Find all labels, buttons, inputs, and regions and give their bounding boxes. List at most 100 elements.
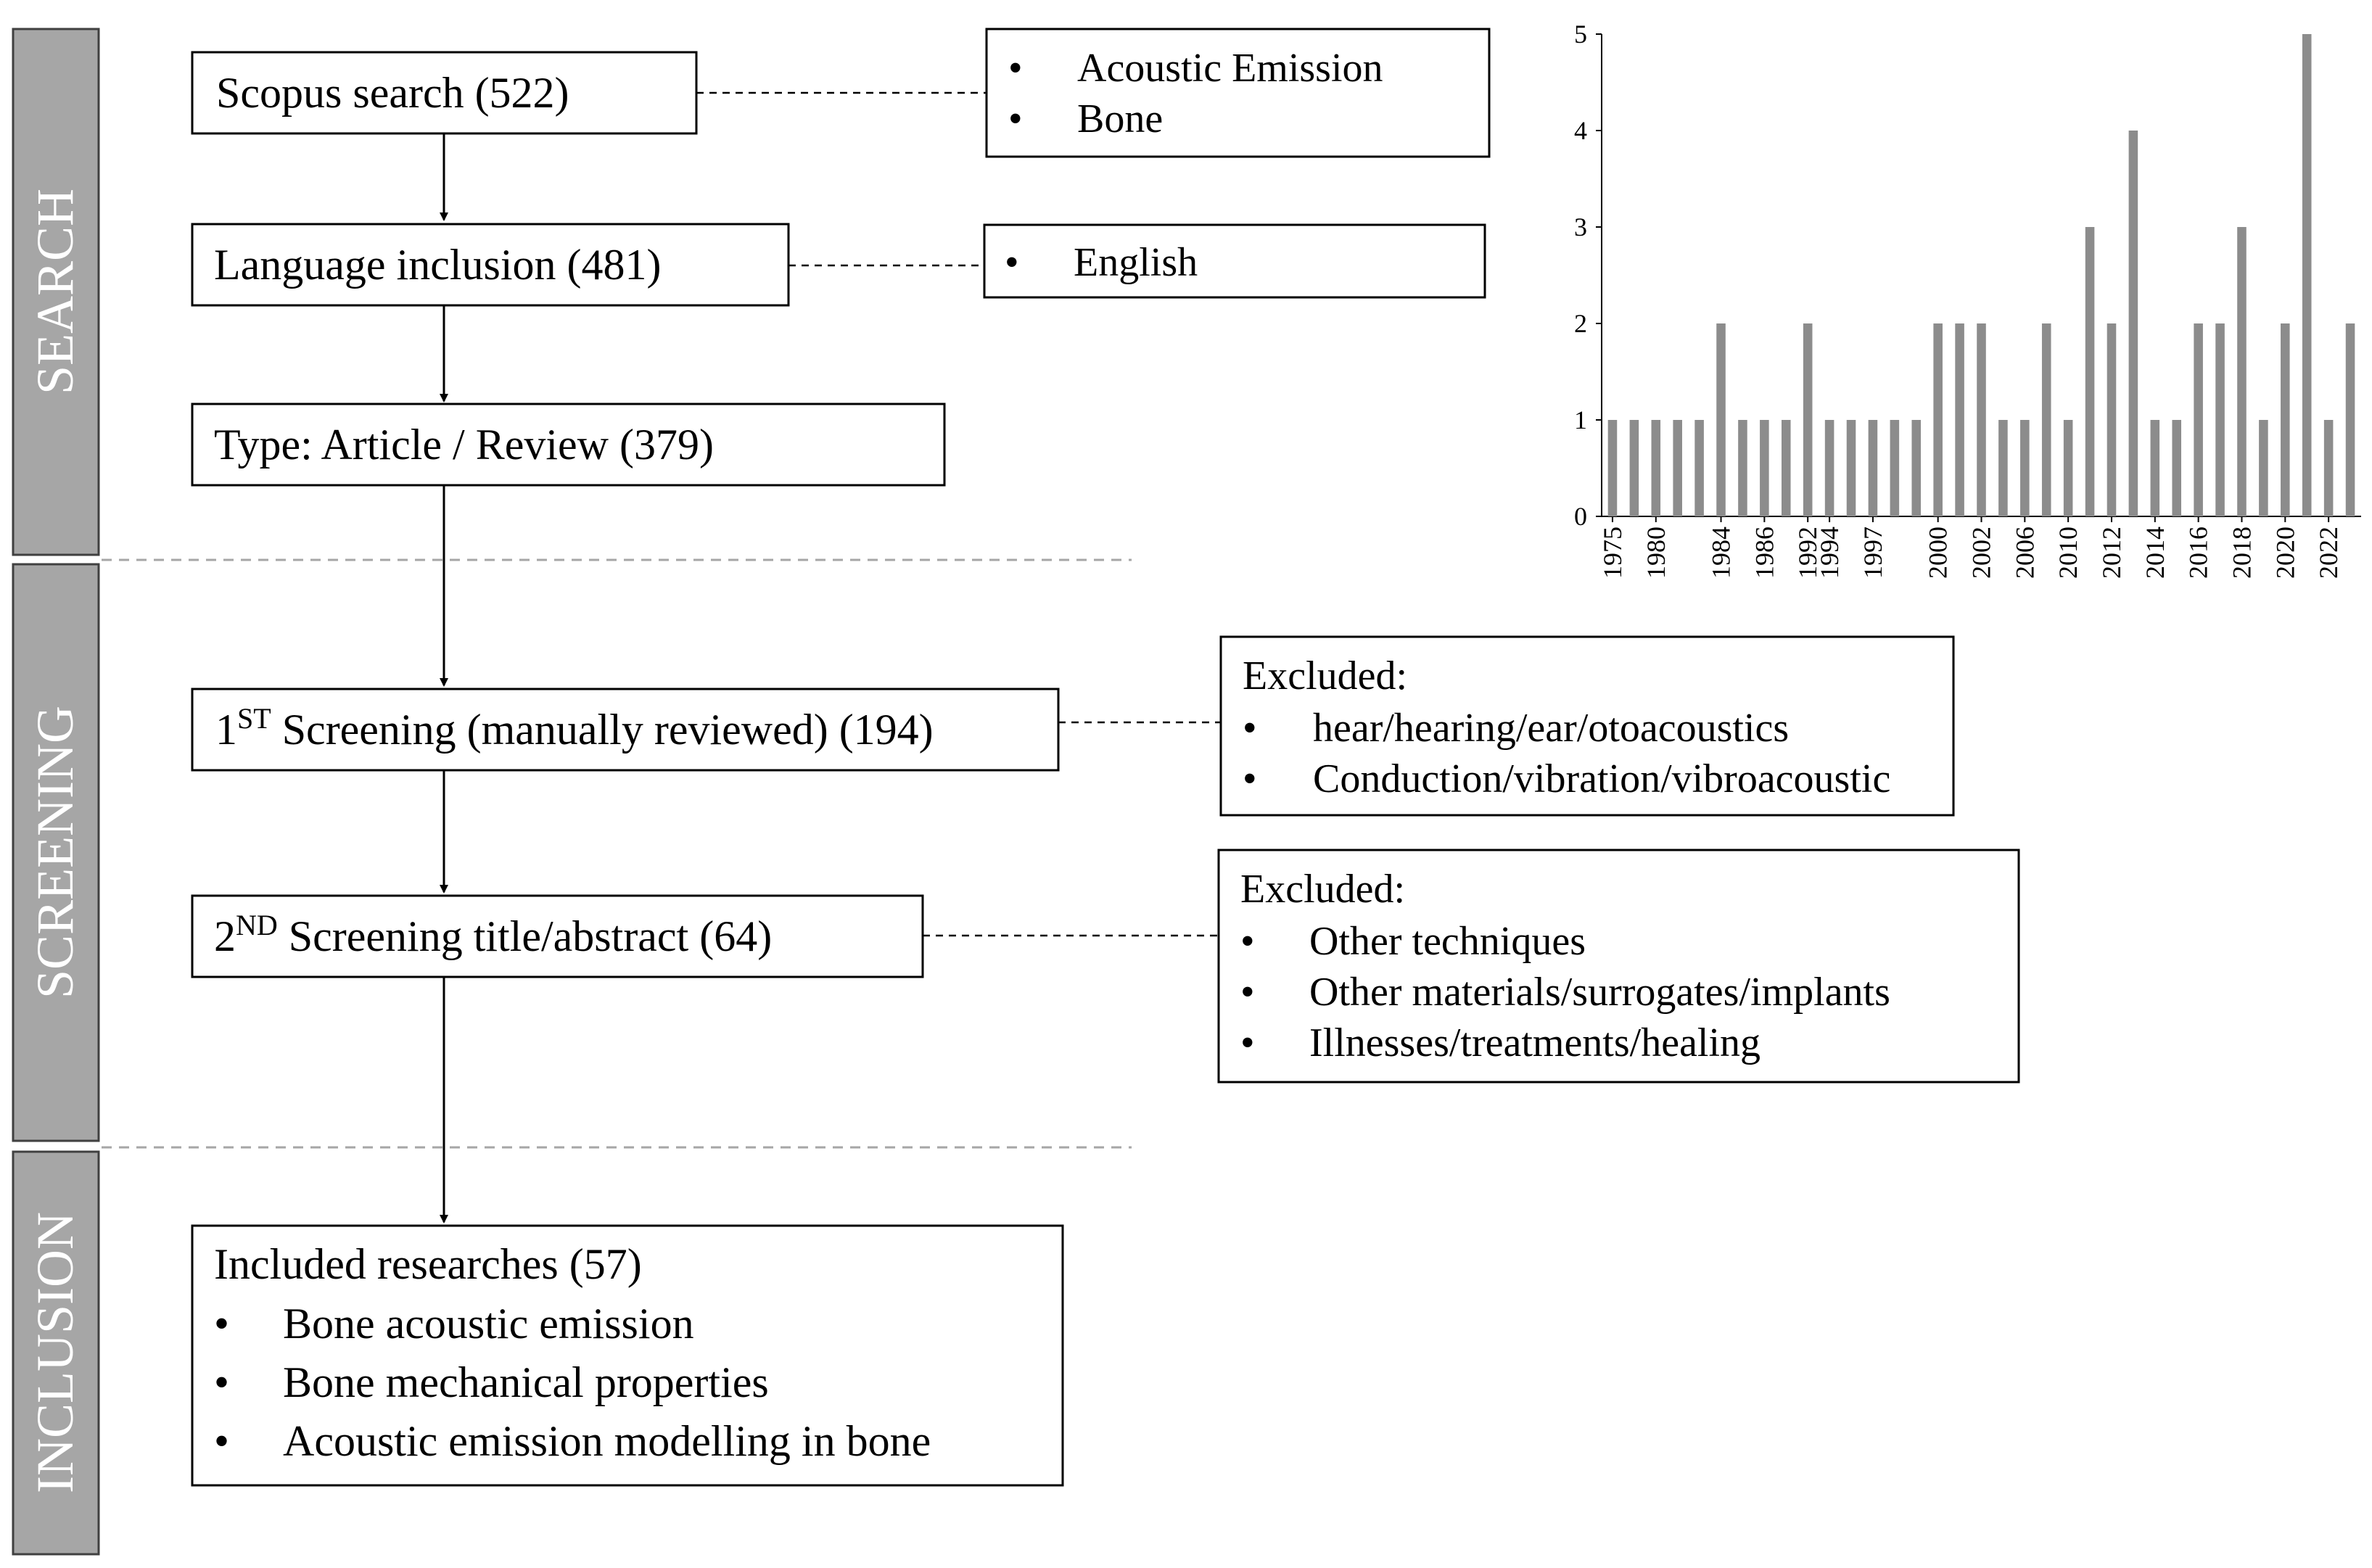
bar-1975: [1607, 420, 1618, 516]
excluded-title: Excluded:: [1243, 653, 1407, 698]
x-tick-label: 1975: [1598, 527, 1627, 579]
bar-2018: [2237, 227, 2247, 516]
bar-1999: [1911, 420, 1922, 516]
excluded-bullet: •: [1243, 756, 1257, 801]
y-tick-label: 0: [1574, 502, 1587, 531]
language-box: • English: [983, 223, 1486, 299]
bar-2014: [2150, 420, 2160, 516]
x-tick-label: 1992: [1793, 527, 1822, 579]
included-item: Bone mechanical properties: [283, 1358, 769, 1406]
x-tick-label: 1986: [1750, 527, 1779, 579]
bar-1977: [1629, 420, 1639, 516]
bar-2021: [2302, 34, 2312, 516]
bar-1980: [1651, 420, 1661, 516]
keywords-box: • Acoustic Emission • Bone: [985, 28, 1491, 158]
x-tick-label: 2016: [2184, 527, 2213, 579]
language-bullet: •: [1005, 240, 1019, 285]
box-first-screening-label: 1ST Screening (manually reviewed) (194): [215, 702, 934, 754]
bar-1984: [1716, 323, 1726, 516]
box-second-screening: 2ND Screening title/abstract (64): [191, 894, 924, 978]
keyword-bullet: •: [1008, 46, 1023, 91]
bar-2009: [2041, 323, 2051, 516]
x-tick-label: 1994: [1815, 527, 1844, 579]
language-item: English: [1074, 240, 1198, 285]
included-item-bullet: •: [214, 1358, 229, 1406]
bar-1986: [1760, 420, 1769, 516]
bar-2023: [2345, 323, 2355, 516]
bar-2011: [2085, 227, 2095, 516]
bar-2005: [1998, 420, 2008, 516]
bar-2012: [2107, 323, 2117, 516]
phase-inclusion: INCLUSION: [12, 1150, 100, 1556]
y-tick-label: 1: [1574, 405, 1587, 434]
bar-1998: [1890, 420, 1900, 516]
phase-inclusion-label: INCLUSION: [26, 1212, 84, 1493]
bar-1992: [1803, 323, 1813, 516]
x-tick-label: 2022: [2314, 527, 2343, 579]
excluded-bullet: •: [1240, 1020, 1255, 1065]
x-tick-label: 2014: [2141, 527, 2170, 579]
included-item: Acoustic emission modelling in bone: [283, 1417, 931, 1465]
x-tick-label: 2000: [1924, 527, 1953, 579]
y-tick-label: 4: [1574, 116, 1587, 145]
phase-screening: SCREENING: [12, 563, 100, 1142]
excluded-item: Other techniques: [1309, 919, 1586, 964]
y-tick-label: 3: [1574, 212, 1587, 242]
x-tick-label: 1997: [1858, 527, 1887, 579]
bar-1990: [1781, 420, 1791, 516]
excluded-bullet: •: [1243, 706, 1257, 751]
bar-1997: [1868, 420, 1878, 516]
x-tick-label: 2006: [2010, 527, 2039, 579]
box-included-title: Included researches (57): [214, 1240, 642, 1288]
bar-2015: [2172, 420, 2182, 516]
bar-2013: [2128, 131, 2138, 516]
x-tick-label: 2018: [2227, 527, 2256, 579]
bar-2022: [2323, 420, 2334, 516]
x-tick-label: 1984: [1707, 527, 1736, 579]
excluded-box-2: Excluded: • Other techniques • Other mat…: [1217, 849, 2020, 1084]
phase-search-label: SEARCH: [26, 189, 84, 395]
bar-1995: [1846, 420, 1856, 516]
bar-2001: [1955, 323, 1964, 516]
x-tick-label: 2002: [1967, 527, 1996, 579]
bar-1985: [1738, 420, 1747, 516]
box-included: Included researches (57) • Bone acoustic…: [191, 1224, 1064, 1487]
box-language-inclusion: Language inclusion (481): [191, 223, 790, 307]
excluded-item: Conduction/vibration/vibroacoustic: [1313, 756, 1890, 801]
box-type: Type: Article / Review (379): [191, 403, 946, 487]
box-language-inclusion-label: Language inclusion (481): [214, 241, 662, 289]
bar-2019: [2259, 420, 2268, 516]
excluded-item: Other materials/surrogates/implants: [1309, 970, 1890, 1015]
excluded-bullet: •: [1240, 919, 1255, 964]
keyword-item: Acoustic Emission: [1077, 46, 1383, 91]
bar-1981: [1673, 420, 1682, 516]
box-scopus-search: Scopus search (522): [191, 51, 698, 135]
box-second-screening-label: 2ND Screening title/abstract (64): [214, 909, 772, 960]
excluded-title: Excluded:: [1240, 867, 1405, 912]
excluded-item: hear/hearing/ear/otoacoustics: [1313, 706, 1789, 751]
phase-screening-label: SCREENING: [26, 706, 84, 999]
x-tick-label: 2010: [2054, 527, 2083, 579]
phase-search: SEARCH: [12, 28, 100, 556]
box-first-screening: 1ST Screening (manually reviewed) (194): [191, 688, 1060, 772]
included-item: Bone acoustic emission: [283, 1300, 694, 1348]
bar-2020: [2281, 323, 2290, 516]
y-tick-label: 5: [1574, 20, 1587, 49]
bar-2010: [2063, 420, 2073, 516]
keyword-item: Bone: [1077, 96, 1163, 141]
x-tick-label: 1980: [1642, 527, 1671, 579]
bar-1994: [1824, 420, 1834, 516]
box-type-label: Type: Article / Review (379): [214, 421, 714, 469]
included-item-bullet: •: [214, 1417, 229, 1465]
excluded-box-1: Excluded: • hear/hearing/ear/otoacoustic…: [1219, 635, 1955, 817]
bar-2016: [2194, 323, 2203, 516]
box-scopus-search-label: Scopus search (522): [216, 69, 569, 117]
bar-1982: [1694, 420, 1704, 516]
bar-2000: [1933, 323, 1943, 516]
bar-2002: [1977, 323, 1986, 516]
x-tick-label: 2012: [2097, 527, 2126, 579]
keyword-bullet: •: [1008, 96, 1023, 141]
excluded-bullet: •: [1240, 970, 1255, 1015]
